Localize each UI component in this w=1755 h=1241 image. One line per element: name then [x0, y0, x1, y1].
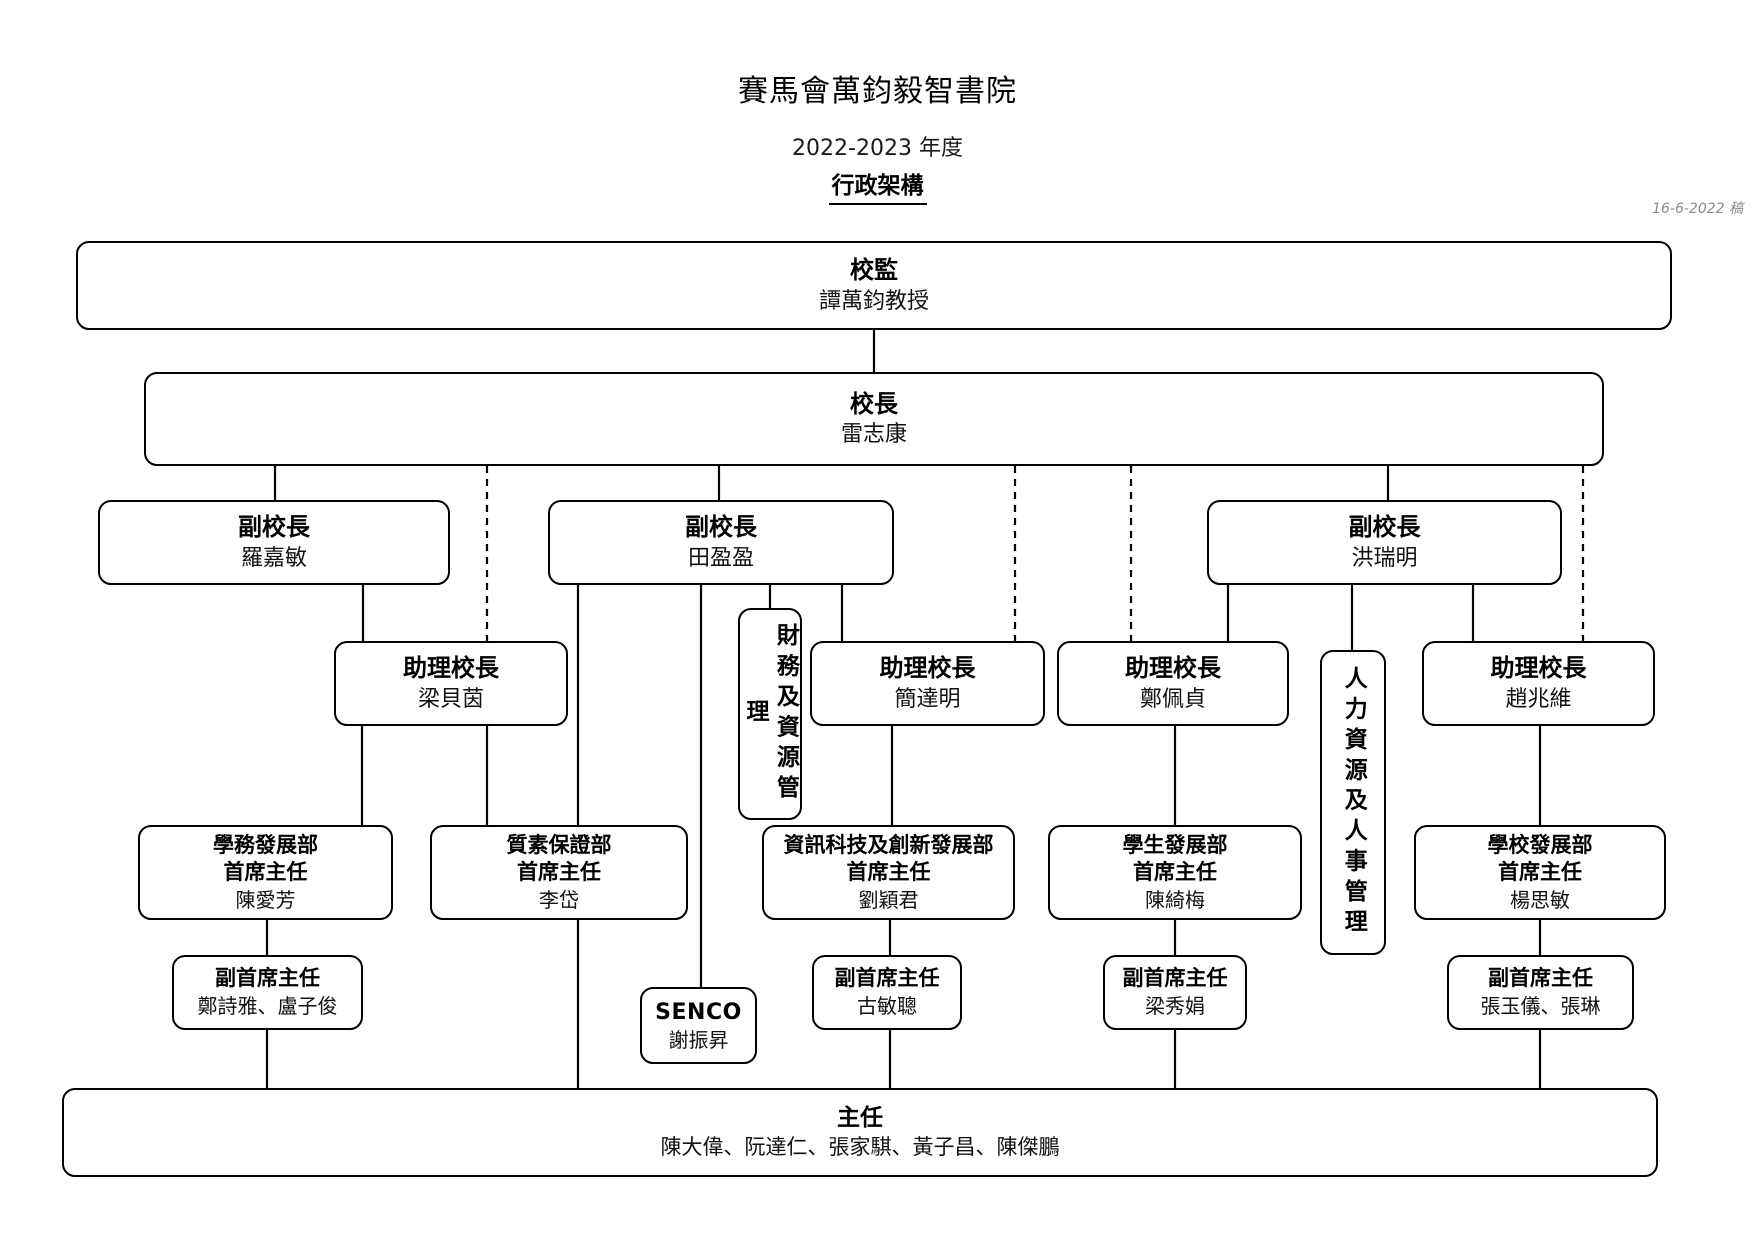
node-vice-chief-2: 副首席主任 古敏聰	[812, 955, 962, 1030]
node-title: 副首席主任	[1488, 966, 1593, 991]
node-person: 李岱	[539, 888, 579, 913]
node-vice-chief-3: 副首席主任 梁秀娟	[1103, 955, 1247, 1030]
node-person: 梁貝茵	[417, 686, 484, 712]
node-dept-student-development: 學生發展部 首席主任 陳綺梅	[1048, 825, 1302, 920]
node-finance-resource-management: 財務及資源管理	[738, 608, 802, 820]
node-person: 雷志康	[840, 422, 907, 448]
node-supervisor: 校監 譚萬鈞教授	[76, 241, 1672, 330]
node-title: 副首席主任	[1122, 966, 1228, 991]
node-vice-principal-2: 副校長 田盈盈	[548, 500, 894, 585]
node-title: 副校長	[238, 513, 310, 542]
node-senco: SENCO 謝振昇	[640, 987, 757, 1064]
node-person: 鄭佩貞	[1139, 686, 1206, 712]
dept-name: 質素保證部	[506, 832, 612, 857]
node-title: 副校長	[685, 513, 757, 542]
dept-name: 學務發展部	[213, 832, 318, 857]
node-vice-chief-4: 副首席主任 張玉儀、張琳	[1447, 955, 1634, 1030]
dept-name: 學生發展部	[1122, 832, 1228, 857]
node-title: 主任	[837, 1105, 883, 1132]
node-title: 助理校長	[1125, 654, 1221, 683]
node-title: 副首席主任	[215, 966, 320, 991]
page-title: 賽馬會萬鈞毅智書院	[738, 74, 1017, 109]
node-title: 副校長	[1348, 513, 1421, 542]
node-person: 羅嘉敏	[240, 545, 307, 571]
node-vice-principal-3: 副校長 洪瑞明	[1207, 500, 1562, 585]
node-vice-chief-1: 副首席主任 鄭詩雅、盧子俊	[172, 955, 363, 1030]
node-person: 梁秀娟	[1145, 994, 1205, 1019]
node-title: 首席主任	[223, 860, 308, 885]
node-title: 助理校長	[1490, 654, 1587, 683]
node-person: 楊思敏	[1510, 888, 1570, 913]
node-person: 謝振昇	[668, 1027, 729, 1052]
revision-note: 16-6-2022 稿	[1652, 201, 1743, 217]
node-person: 陳愛芳	[235, 888, 296, 913]
node-dept-quality-assurance: 質素保證部 首席主任 李岱	[430, 825, 688, 920]
node-dept-it-innovation: 資訊科技及創新發展部 首席主任 劉穎君	[762, 825, 1015, 920]
node-hr-personnel-management: 人力資源及人事管理	[1320, 650, 1386, 955]
node-person: 陳大偉、阮達仁、張家騏、黃子昌、陳傑鵬	[660, 1134, 1060, 1159]
node-title: 財務及資源管理	[742, 622, 799, 806]
dept-name: 學校發展部	[1487, 832, 1593, 857]
chart-title: 行政架構	[0, 166, 1755, 205]
node-title: 助理校長	[403, 654, 499, 683]
node-person: 張玉儀、張琳	[1480, 994, 1601, 1019]
node-person: 陳綺梅	[1145, 888, 1205, 913]
node-person: 簡達明	[894, 686, 961, 712]
node-title: 首席主任	[846, 860, 931, 885]
node-title: 副首席主任	[834, 966, 940, 991]
node-assistant-principal-1: 助理校長 梁貝茵	[334, 641, 568, 726]
node-title: 校監	[850, 256, 898, 285]
node-person: 劉穎君	[858, 888, 919, 913]
node-dept-school-development: 學校發展部 首席主任 楊思敏	[1414, 825, 1666, 920]
node-dept-academic-development: 學務發展部 首席主任 陳愛芳	[138, 825, 393, 920]
node-vice-principal-1: 副校長 羅嘉敏	[98, 500, 450, 585]
node-assistant-principal-4: 助理校長 趙兆維	[1422, 641, 1655, 726]
node-person: 古敏聰	[857, 994, 917, 1019]
node-assistant-principal-2: 助理校長 簡達明	[810, 641, 1045, 726]
node-person: 趙兆維	[1505, 686, 1572, 712]
node-title: SENCO	[655, 999, 742, 1025]
node-title: 助理校長	[879, 654, 976, 683]
node-person: 譚萬鈞教授	[818, 288, 929, 314]
node-title: 首席主任	[517, 860, 601, 885]
node-title: 人力資源及人事管理	[1340, 665, 1367, 940]
node-title: 校長	[850, 389, 898, 418]
node-person: 鄭詩雅、盧子俊	[197, 994, 338, 1019]
node-title: 首席主任	[1133, 860, 1217, 885]
node-person: 洪瑞明	[1351, 545, 1418, 571]
node-title: 首席主任	[1498, 860, 1582, 885]
dept-name: 資訊科技及創新發展部	[783, 832, 994, 857]
node-person: 田盈盈	[687, 545, 754, 571]
node-masters: 主任 陳大偉、阮達仁、張家騏、黃子昌、陳傑鵬	[62, 1088, 1658, 1177]
node-principal: 校長 雷志康	[144, 372, 1604, 466]
school-year: 2022-2023 年度	[792, 136, 963, 161]
node-assistant-principal-3: 助理校長 鄭佩貞	[1057, 641, 1289, 726]
